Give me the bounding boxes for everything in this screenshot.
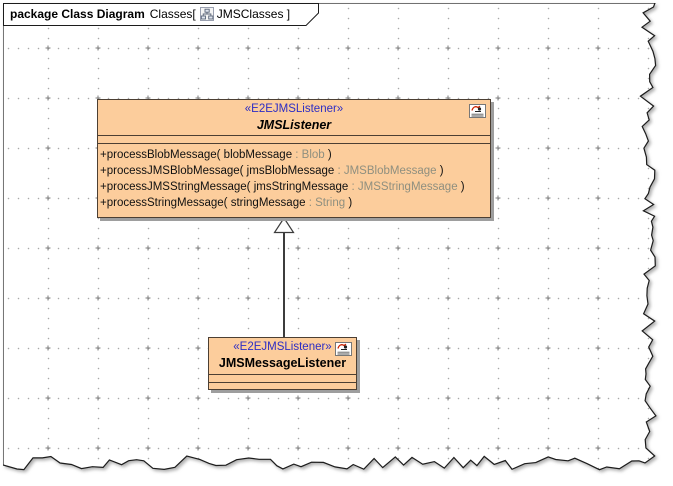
- class-jmslistener[interactable]: «E2EJMSListener» JMSListener +processBlo…: [97, 99, 491, 218]
- class-jmsmessagelistener[interactable]: «E2EJMSListener» JMSMessageListener: [208, 337, 357, 390]
- class-header: «E2EJMSListener» JMSMessageListener: [209, 338, 356, 374]
- e2e-stereotype-icon: [335, 341, 352, 360]
- operation-signature: +processJMSBlobMessage( jmsBlobMessage: [100, 165, 335, 177]
- class-diagram-icon: [199, 7, 214, 21]
- operation-param-type: : String: [305, 197, 346, 209]
- operation-signature: +processStringMessage( stringMessage: [100, 197, 306, 209]
- operation-close: ): [324, 149, 332, 161]
- class-stereotype: «E2EJMSListener»: [233, 341, 332, 353]
- frame-title-diagram-name: JMSClasses ]: [216, 7, 291, 21]
- e2e-stereotype-icon: [469, 103, 486, 122]
- class-name: JMSMessageListener: [218, 356, 347, 370]
- frame-header-pentagon: [3, 3, 319, 26]
- operation[interactable]: +processJMSBlobMessage( jmsBlobMessage :…: [100, 163, 490, 179]
- operation[interactable]: +processJMSStringMessage( jmsStringMessa…: [100, 179, 490, 195]
- operation-close: ): [436, 165, 444, 177]
- operation-signature: +processBlobMessage( blobMessage: [100, 149, 293, 161]
- operation-param-type: : Blob: [292, 149, 325, 161]
- operation[interactable]: +processStringMessage( stringMessage : S…: [100, 195, 490, 211]
- operation-param-type: : JMSBlobMessage: [334, 165, 437, 177]
- operation-signature: +processJMSStringMessage( jmsStringMessa…: [100, 181, 349, 193]
- attributes-compartment: [98, 135, 490, 143]
- operations-compartment: [209, 382, 356, 391]
- generalization-arrowhead-icon: [273, 217, 295, 234]
- operation-close: ): [457, 181, 465, 193]
- frame-header[interactable]: package Class Diagram Classes[ JMSClasse…: [3, 3, 323, 27]
- frame-title-context: Classes[: [149, 7, 196, 21]
- frame-title-kind: package Class Diagram: [10, 7, 145, 21]
- class-name: JMSListener: [256, 118, 332, 132]
- frame-title: package Class Diagram Classes[ JMSClasse…: [3, 3, 300, 25]
- class-stereotype: «E2EJMSListener»: [244, 103, 344, 115]
- operation[interactable]: +processBlobMessage( blobMessage : Blob …: [100, 147, 490, 163]
- operation-close: ): [345, 197, 353, 209]
- operations-compartment: +processBlobMessage( blobMessage : Blob …: [98, 143, 490, 219]
- generalization-connector[interactable]: [283, 232, 285, 337]
- diagram-canvas-grid: [3, 3, 656, 470]
- diagram-frame: package Class Diagram Classes[ JMSClasse…: [3, 3, 661, 475]
- operation-param-type: : JMSStringMessage: [348, 181, 458, 193]
- class-header: «E2EJMSListener» JMSListener: [98, 100, 490, 135]
- attributes-compartment: [209, 374, 356, 382]
